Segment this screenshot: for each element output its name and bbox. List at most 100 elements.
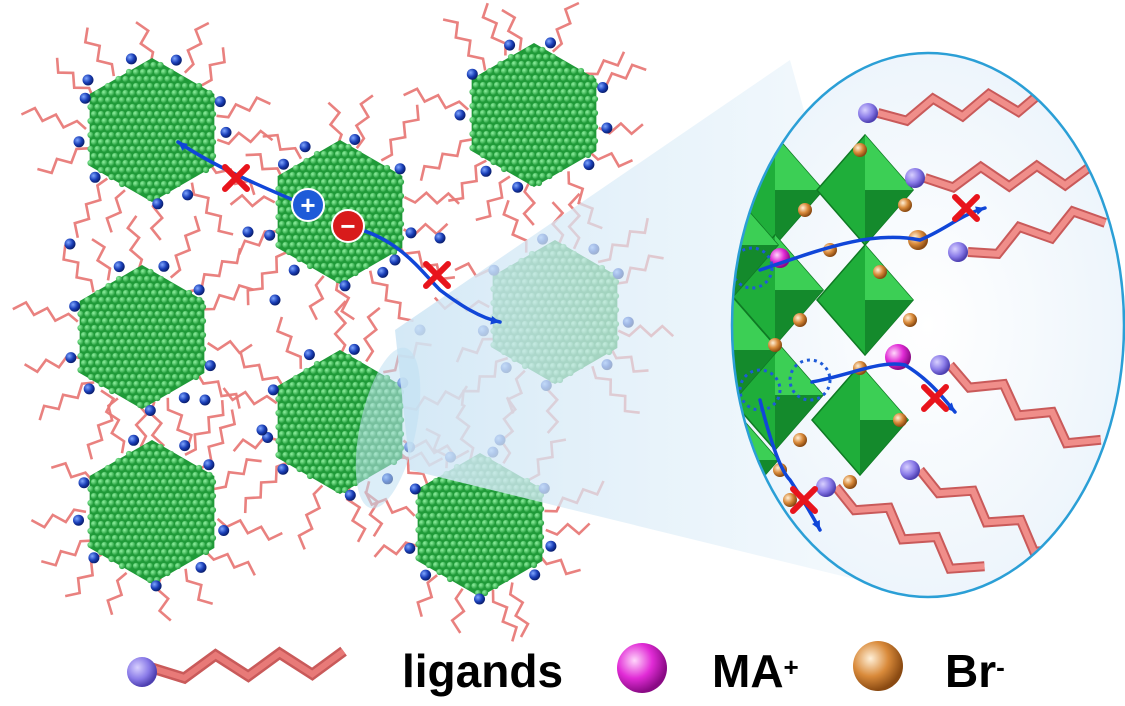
lattice-dot [115, 275, 123, 283]
lattice-dot [143, 471, 150, 479]
lattice-dot [310, 465, 317, 473]
lattice-dot [195, 464, 203, 472]
lattice-dot [185, 173, 192, 181]
lattice-dot [157, 387, 165, 395]
lattice-dot [317, 437, 324, 445]
lattice-dot [150, 331, 158, 339]
lattice-dot [486, 137, 494, 145]
lattice-dot [118, 464, 126, 472]
lattice-dot [310, 395, 317, 403]
lattice-dot [334, 472, 342, 480]
ligand-head [125, 53, 137, 65]
legend-ma-sphere [617, 643, 667, 693]
lattice-dot [464, 540, 471, 548]
lattice-dot [174, 110, 182, 118]
ligand-chain [229, 193, 276, 208]
lattice-dot [310, 227, 317, 235]
lattice-dot [153, 166, 161, 174]
lattice-dot [479, 123, 487, 131]
lattice-dot [171, 303, 179, 311]
blocked-mark [790, 486, 818, 514]
lattice-dot [150, 373, 158, 381]
lattice-dot [310, 409, 317, 417]
lattice-dot [359, 185, 366, 193]
lattice-dot [157, 187, 164, 195]
lattice-dot [129, 345, 137, 353]
lattice-dot [111, 124, 119, 132]
lattice-dot [327, 164, 335, 172]
lattice-dot [474, 491, 482, 499]
lattice-dot [157, 443, 164, 451]
lattice-dot [457, 554, 464, 562]
lattice-dot [549, 165, 557, 173]
lattice-dot [129, 373, 137, 381]
lattice-dot [425, 505, 433, 513]
lattice-dot [338, 241, 345, 249]
lattice-dot [188, 478, 196, 486]
lattice-dot [570, 67, 578, 75]
lattice-dot [111, 478, 119, 486]
octahedron-face [865, 135, 913, 190]
lattice-dot [369, 164, 377, 172]
lattice-dot [278, 402, 286, 410]
lattice-dot [532, 116, 539, 124]
lattice-dot [483, 130, 490, 138]
lattice-dot [507, 53, 515, 61]
lattice-dot [542, 137, 550, 145]
lattice-dot [446, 505, 454, 513]
lattice-dot [275, 409, 282, 417]
lattice-dot [469, 130, 476, 138]
nanocrystal [469, 43, 599, 187]
lattice-dot [157, 289, 165, 297]
lattice-dot [362, 248, 370, 256]
lattice-dot [432, 547, 440, 555]
lattice-dot [366, 157, 373, 165]
lattice-dot [157, 75, 164, 83]
lattice-dot [497, 88, 504, 96]
ligand-chain [204, 550, 256, 576]
lattice-dot [355, 374, 363, 382]
lattice-dot [532, 60, 539, 68]
lattice-dot [521, 137, 529, 145]
lattice-dot [118, 506, 126, 514]
lattice-dot [87, 541, 94, 549]
lattice-dot [209, 534, 217, 542]
lattice-dot [185, 359, 193, 367]
lattice-dot [324, 451, 331, 459]
lattice-dot [167, 166, 175, 174]
lattice-dot [418, 547, 426, 555]
lattice-dot [285, 444, 293, 452]
lattice-dot [150, 457, 157, 465]
lattice-dot [511, 102, 518, 110]
lattice-dot [292, 234, 300, 242]
lattice-dot [164, 569, 171, 577]
lattice-dot [125, 520, 133, 528]
lattice-dot [331, 465, 338, 473]
lattice-dot [320, 234, 328, 242]
lattice-dot [167, 520, 175, 528]
lattice-dot [188, 548, 196, 556]
lattice-dot [476, 130, 483, 138]
lattice-dot [334, 164, 342, 172]
lattice-dot [160, 520, 168, 528]
lattice-dot [139, 478, 147, 486]
lattice-dot [164, 117, 171, 125]
charge-transport-paths: +− [176, 140, 502, 325]
lattice-dot [108, 555, 115, 563]
lattice-dot [136, 471, 143, 479]
lattice-dot [97, 110, 105, 118]
lattice-dot [167, 152, 175, 160]
lattice-dot [209, 96, 217, 104]
lattice-dot [296, 381, 303, 389]
lattice-dot [202, 110, 210, 118]
lattice-dot [143, 303, 151, 311]
lattice-dot [122, 457, 129, 465]
lattice-dot [341, 444, 349, 452]
lattice-dot [457, 526, 464, 534]
lattice-dot [175, 310, 182, 318]
lattice-dot [507, 165, 515, 173]
lattice-dot [136, 159, 143, 167]
lattice-dot [478, 540, 485, 548]
lattice-dot [518, 172, 525, 180]
lattice-dot [549, 67, 557, 75]
